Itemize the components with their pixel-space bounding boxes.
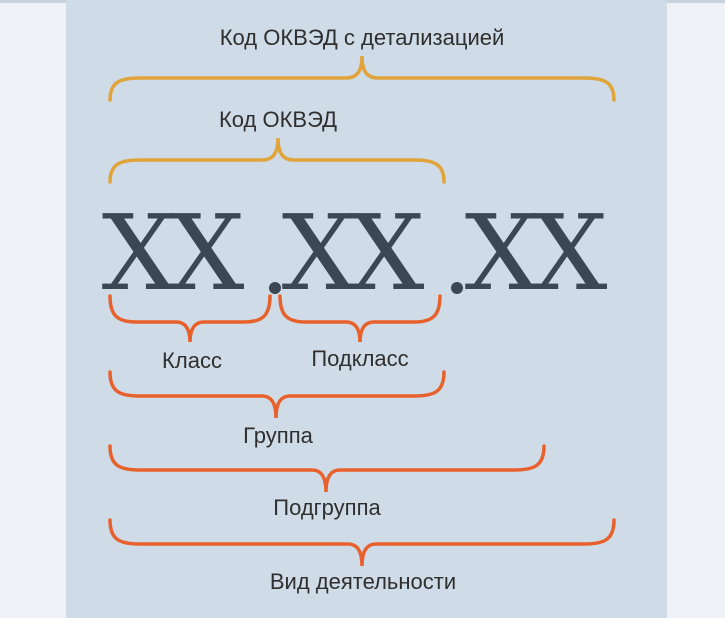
label-activity: Вид деятельности [269,569,457,594]
code-part-detail: XX [464,192,608,314]
label-full-code: Код ОКВЭД с детализацией [219,25,505,50]
diagram-panel [66,0,667,618]
brace-subgroup [108,444,546,493]
code-part-class: XX [101,192,245,314]
label-class: Класс [162,348,222,373]
label-subclass: Подкласс [311,346,409,371]
brace-activity [108,518,616,567]
code-dot-2 [451,282,463,294]
label-okved-code: Код ОКВЭД [218,107,338,132]
brace-full-code [108,55,616,102]
brace-subclass [278,294,442,343]
brace-class [108,294,272,343]
label-subgroup: Подгруппа [273,495,381,520]
code-dot-1 [269,282,281,294]
brace-okved-code [108,137,446,184]
label-group: Группа [243,423,313,448]
brace-group [108,370,446,419]
code-part-subclass: XX [281,192,425,314]
